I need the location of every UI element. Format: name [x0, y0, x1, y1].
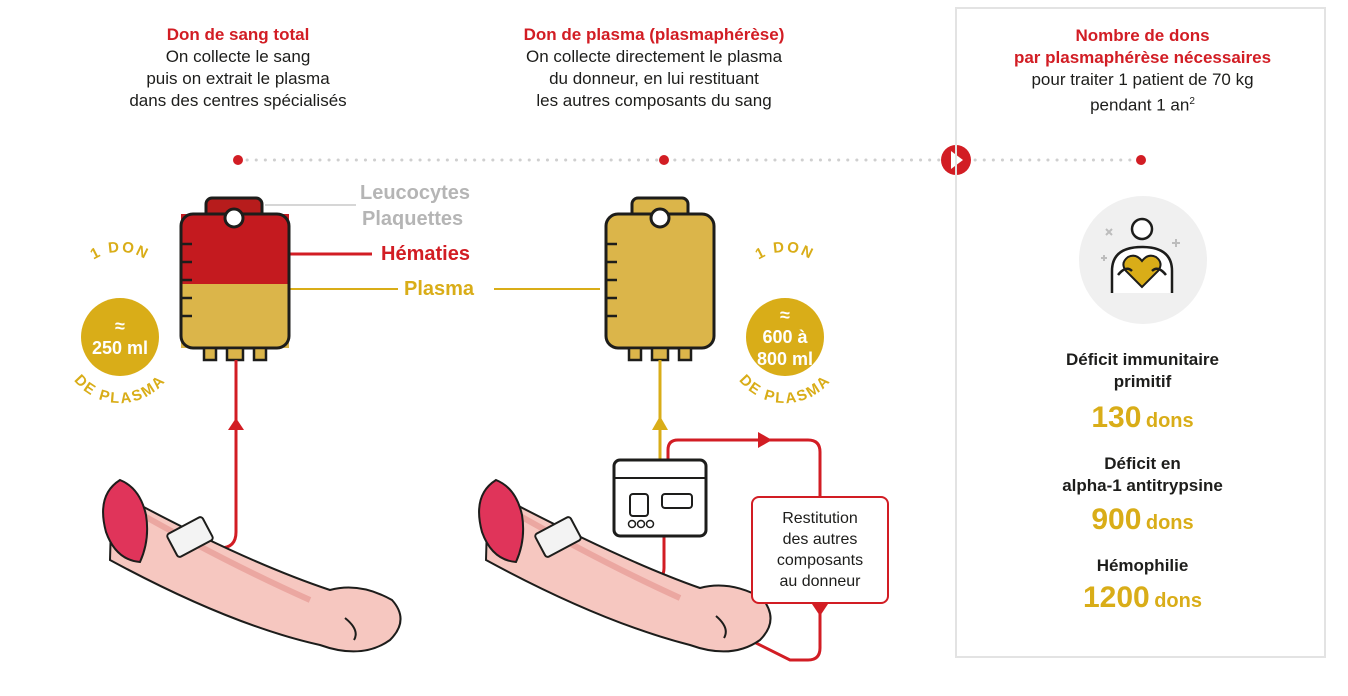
restitution-line: des autres — [782, 531, 858, 548]
needs-title: Nombre de dons — [1075, 26, 1210, 45]
restitution-line: composants — [776, 552, 864, 569]
whole-blood-line: dans des centres spécialisés — [129, 91, 347, 110]
stat-value: 1200 dons — [1083, 581, 1202, 614]
plasma-line: les autres composants du sang — [536, 91, 772, 110]
apheresis-machine-icon — [612, 458, 708, 538]
stat-label: Déficit en alpha-1 antitrypsine — [1062, 454, 1223, 495]
plasma-title: Don de plasma (plasmaphérèse) — [523, 25, 785, 44]
badge-left-bottom-arc: DE PLASMA — [71, 371, 170, 407]
label-leucocytes: Leucocytes — [360, 182, 471, 204]
badge-left: ≈ 250 ml — [81, 298, 159, 376]
blood-bag-icon — [179, 196, 291, 362]
badge-right-top-arc: 1 DON — [753, 239, 818, 264]
stat-label: Hémophilie — [1096, 556, 1189, 575]
badge-left-top-arc: 1 DON — [88, 239, 153, 264]
restitution-line: au donneur — [779, 573, 861, 590]
needs-title: par plasmaphérèse nécessaires — [1013, 48, 1272, 67]
restitution-box: Restitution des autres composants au don… — [751, 496, 889, 604]
needs-header: Nombre de dons par plasmaphérèse nécessa… — [957, 25, 1328, 117]
badge-right-approx: ≈ — [780, 305, 790, 325]
stat-value: 900 dons — [1091, 503, 1194, 536]
needs-line: pour traiter 1 patient de 70 kg — [1031, 70, 1254, 89]
badge-right: ≈ 600 à 800 ml — [746, 298, 824, 376]
badge-left-approx: ≈ — [115, 316, 125, 336]
restitution-line: Restitution — [782, 510, 858, 527]
stat-value: 130 dons — [1091, 401, 1194, 434]
plasma-line: du donneur, en lui restituant — [549, 69, 759, 88]
label-hematies: Hématies — [381, 243, 470, 265]
badge-right-value: 800 ml — [756, 349, 814, 369]
stat-label: Déficit immunitaire primitif — [1065, 350, 1220, 391]
footnote-marker: 2 — [1189, 96, 1195, 107]
label-plasma: Plasma — [404, 278, 475, 300]
label-plaquettes: Plaquettes — [362, 208, 464, 230]
whole-blood-title: Don de sang total — [166, 25, 310, 44]
whole-blood-line: On collecte le sang — [165, 47, 311, 66]
plasma-line: On collecte directement le plasma — [525, 47, 783, 66]
needs-line: pendant 1 an2 — [1090, 95, 1195, 115]
arm-icon — [102, 478, 402, 653]
whole-blood-line: puis on extrait le plasma — [146, 69, 330, 88]
plasma-bag-icon — [604, 196, 716, 362]
badge-right-bottom-arc: DE PLASMA — [736, 371, 835, 407]
needs-panel: Nombre de dons par plasmaphérèse nécessa… — [955, 7, 1326, 658]
patient-heart-icon — [1079, 196, 1207, 324]
plasma-header: Don de plasma (plasmaphérèse) On collect… — [484, 24, 824, 112]
badge-right-value: 600 à — [762, 327, 808, 347]
whole-blood-header: Don de sang total On collecte le sang pu… — [88, 24, 388, 112]
arm-icon — [478, 478, 772, 653]
badge-left-value: 250 ml — [91, 338, 149, 358]
